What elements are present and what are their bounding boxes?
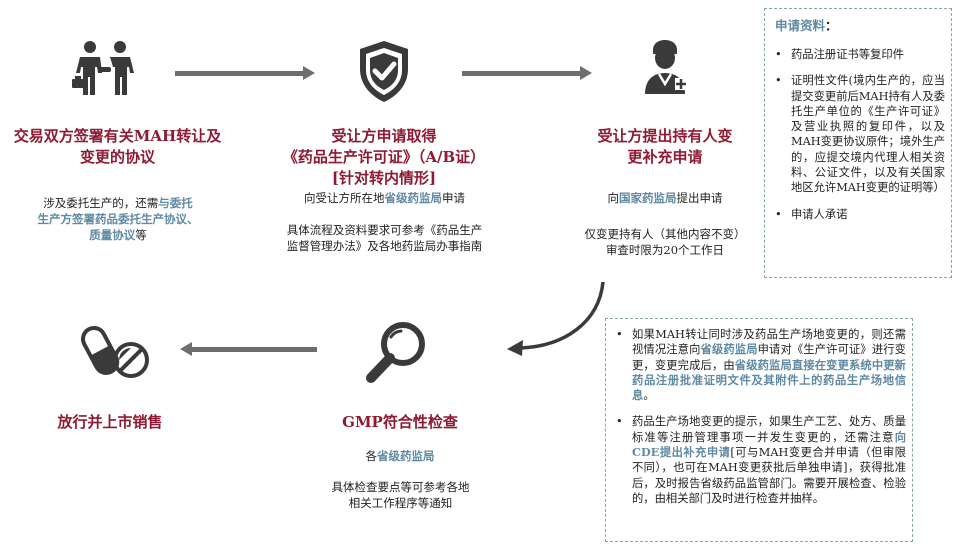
doctor-icon	[636, 38, 694, 98]
handshake-icon	[70, 35, 140, 105]
notes-item-site-change: 如果MAH转让同时涉及药品生产场地变更的，则还需视情况注意向省级药监局申请对《生…	[610, 327, 906, 403]
application-materials-box: 申请资料： 药品注册证书等复印件 证明性文件(境内生产的，应当提交变更前后MAH…	[764, 8, 952, 278]
flow-arrow-2-head	[580, 66, 592, 80]
pills-icon	[80, 318, 152, 384]
notes-list: 如果MAH转让同时涉及药品生产场地变更的，则还需视情况注意向省级药监局申请对《生…	[610, 327, 906, 517]
shield-check-icon	[352, 38, 416, 106]
step3-description: 向国家药监局提出申请	[607, 191, 723, 205]
flow-arrow-3	[507, 281, 605, 356]
materials-item: 申请人承诺	[769, 207, 945, 223]
step2-description: 向受让方所在地省级药监局申请	[304, 191, 465, 205]
step4-title: GMP符合性检查	[342, 413, 458, 431]
step3-timeline: 仅变更持有人（其他内容不变）审查时限为20个工作日	[584, 227, 746, 257]
step2-title: 受让方申请取得 《药品生产许可证》（A/B证） [针对转内情形]	[282, 127, 486, 187]
notes-item-cde-application: 药品生产场地变更的提示，如果生产工艺、处方、质量标准等注册管理事项一并发生变更的…	[610, 414, 906, 506]
flow-arrow-4-head	[180, 342, 192, 356]
step1-title: 交易双方签署有关MAH转让及变更的协议	[13, 127, 222, 166]
magnifier-icon	[362, 318, 430, 388]
step5-title: 放行并上市销售	[57, 413, 163, 431]
step4-description: 各省级药监局	[365, 449, 435, 463]
step2-reference: 具体流程及资料要求可参考《药品生产监督管理办法》及各地药监局办事指南	[286, 223, 483, 253]
materials-item: 证明性文件(境内生产的，应当提交变更前后MAH持有人及委托生产单位的《生产许可证…	[769, 73, 945, 195]
materials-item: 药品注册证书等复印件	[769, 47, 945, 63]
materials-heading: 申请资料：	[775, 18, 838, 33]
flow-arrow-2	[462, 71, 582, 76]
notes-box: 如果MAH转让同时涉及药品生产场地变更的，则还需视情况注意向省级药监局申请对《生…	[605, 318, 913, 542]
step3-title: 受让方提出持有人变更补充申请	[597, 127, 733, 166]
flow-arrow-4	[192, 347, 317, 352]
materials-list: 药品注册证书等复印件 证明性文件(境内生产的，应当提交变更前后MAH持有人及委托…	[769, 47, 945, 233]
step4-reference: 具体检查要点等可参考各地相关工作程序等通知	[331, 480, 470, 510]
step1-description: 涉及委托生产的，还需与委托 生产方签署药品委托生产协议、 质量协议等	[37, 196, 199, 242]
flow-arrow-1-head	[303, 66, 315, 80]
flow-arrow-1	[175, 71, 305, 76]
